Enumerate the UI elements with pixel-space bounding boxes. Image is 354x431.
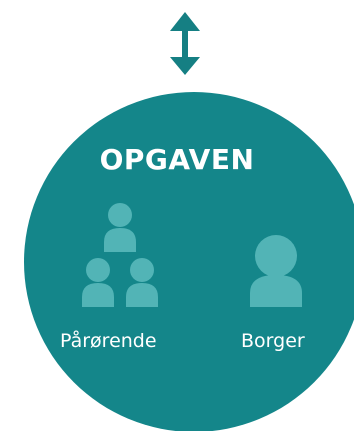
- task-circle: [24, 92, 354, 431]
- diagram-title: OPGAVEN: [99, 143, 255, 176]
- group-of-three-people-icon: [82, 203, 158, 307]
- citizen-label: Borger: [241, 330, 305, 352]
- double-headed-vertical-arrow-icon: [170, 12, 200, 75]
- relatives-label: Pårørende: [60, 330, 157, 352]
- single-person-icon: [250, 235, 302, 307]
